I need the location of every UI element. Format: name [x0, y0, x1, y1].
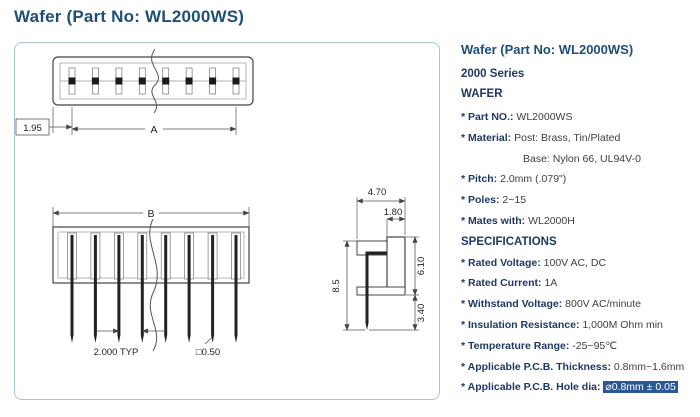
spec-line-mates-with: * Mates with: WL2000H: [461, 211, 697, 232]
spec-value: 1A: [541, 277, 558, 290]
spec-panel: Wafer (Part No: WL2000WS) 2000 Series WA…: [461, 42, 697, 398]
spec-line-material: * Material: Post: Brass, Tin/Plated: [461, 128, 697, 149]
view-side-section: B 2.000 TYP □0.50: [52, 206, 250, 358]
spec-line-rated-voltage: * Rated Voltage: 100V AC, DC: [461, 253, 697, 274]
dim-pitch-label: 2.000 TYP: [94, 347, 139, 358]
highlighted-value: ⌀0.8mm ± 0.05: [603, 381, 678, 394]
technical-drawing: 1.95 A B: [15, 48, 427, 358]
dim-a-label: A: [150, 124, 157, 136]
spec-label: * Pitch:: [461, 173, 498, 186]
spec-value: WL2000WS: [513, 111, 573, 123]
dim-body-height-label: 6.10: [416, 257, 427, 276]
spec-label: * Withstand Voltage:: [461, 298, 563, 311]
spec-line-part-no: * Part NO.: WL2000WS: [461, 107, 697, 128]
panel-title: Wafer (Part No: WL2000WS): [461, 42, 634, 57]
spec-line-poles: * Poles: 2~15: [461, 190, 697, 211]
dim-slot-label: 1.80: [384, 207, 403, 218]
page-title: Wafer (Part No: WL2000WS): [14, 7, 245, 26]
spec-value: 800V AC/minute: [562, 298, 642, 311]
spec-label: * Material:: [461, 131, 512, 144]
spec-line-insulation-resistance: * Insulation Resistance: 1,000M Ohm min: [461, 315, 697, 336]
spec-label: * Applicable P.C.B. Thickness:: [461, 360, 611, 373]
series-heading: 2000 Series: [461, 68, 525, 80]
spec-value: WL2000H: [525, 214, 575, 227]
spec-line-withstand-voltage: * Withstand Voltage: 800V AC/minute: [461, 294, 697, 315]
spec-line-rated-current: * Rated Current: 1A: [461, 273, 697, 294]
dim-pin-below-label: 3.40: [416, 304, 427, 323]
spec-value: Base: Nylon 66, UL94V-0: [523, 152, 641, 165]
spec-label: * Mates with:: [461, 214, 526, 227]
view-front: 1.95 A: [15, 48, 254, 136]
dim-offset-label: 1.95: [23, 123, 42, 134]
spec-label: * Applicable P.C.B. Hole dia:: [461, 381, 601, 394]
spec-label: * Part NO.:: [461, 111, 514, 123]
spec-line-pcb-hole-dia: * Applicable P.C.B. Hole dia: ⌀0.8mm ± 0…: [461, 377, 697, 398]
dim-b-label: B: [147, 208, 154, 220]
spec-label: * Temperature Range:: [461, 339, 570, 352]
dim-top-width-label: 4.70: [368, 187, 387, 198]
spec-value: Post: Brass, Tin/Plated: [511, 131, 621, 144]
spec-line-pcb-thickness: * Applicable P.C.B. Thickness: 0.8mm~1.6…: [461, 357, 697, 378]
spec-line-material-base: Base: Nylon 66, UL94V-0: [461, 149, 697, 170]
spec-label: * Insulation Resistance:: [461, 318, 580, 331]
spec-value: 100V AC, DC: [540, 256, 607, 269]
dim-pin-square-label: □0.50: [196, 347, 220, 358]
wafer-heading: WAFER: [461, 88, 503, 100]
spec-value: 2~15: [499, 194, 527, 207]
spec-value: 2.0mm (.079"): [497, 173, 567, 186]
spec-line-temperature-range: * Temperature Range: -25~95℃: [461, 336, 697, 357]
spec-label: * Rated Current:: [461, 277, 542, 290]
spec-line-pitch: * Pitch: 2.0mm (.079"): [461, 169, 697, 190]
spec-value: 0.8mm~1.6mm: [610, 360, 685, 373]
dim-total-height-label: 8.5: [331, 279, 342, 292]
spec-value: -25~95℃: [569, 339, 618, 352]
spec-value: 1,000M Ohm min: [579, 318, 663, 331]
drawing-panel: 1.95 A B: [14, 42, 440, 400]
view-profile: 4.70 1.80 6.10 3.40 8.5: [331, 187, 427, 331]
spec-label: * Rated Voltage:: [461, 256, 541, 269]
spec-label: * Poles:: [461, 194, 500, 207]
specifications-heading: SPECIFICATIONS: [461, 235, 557, 248]
